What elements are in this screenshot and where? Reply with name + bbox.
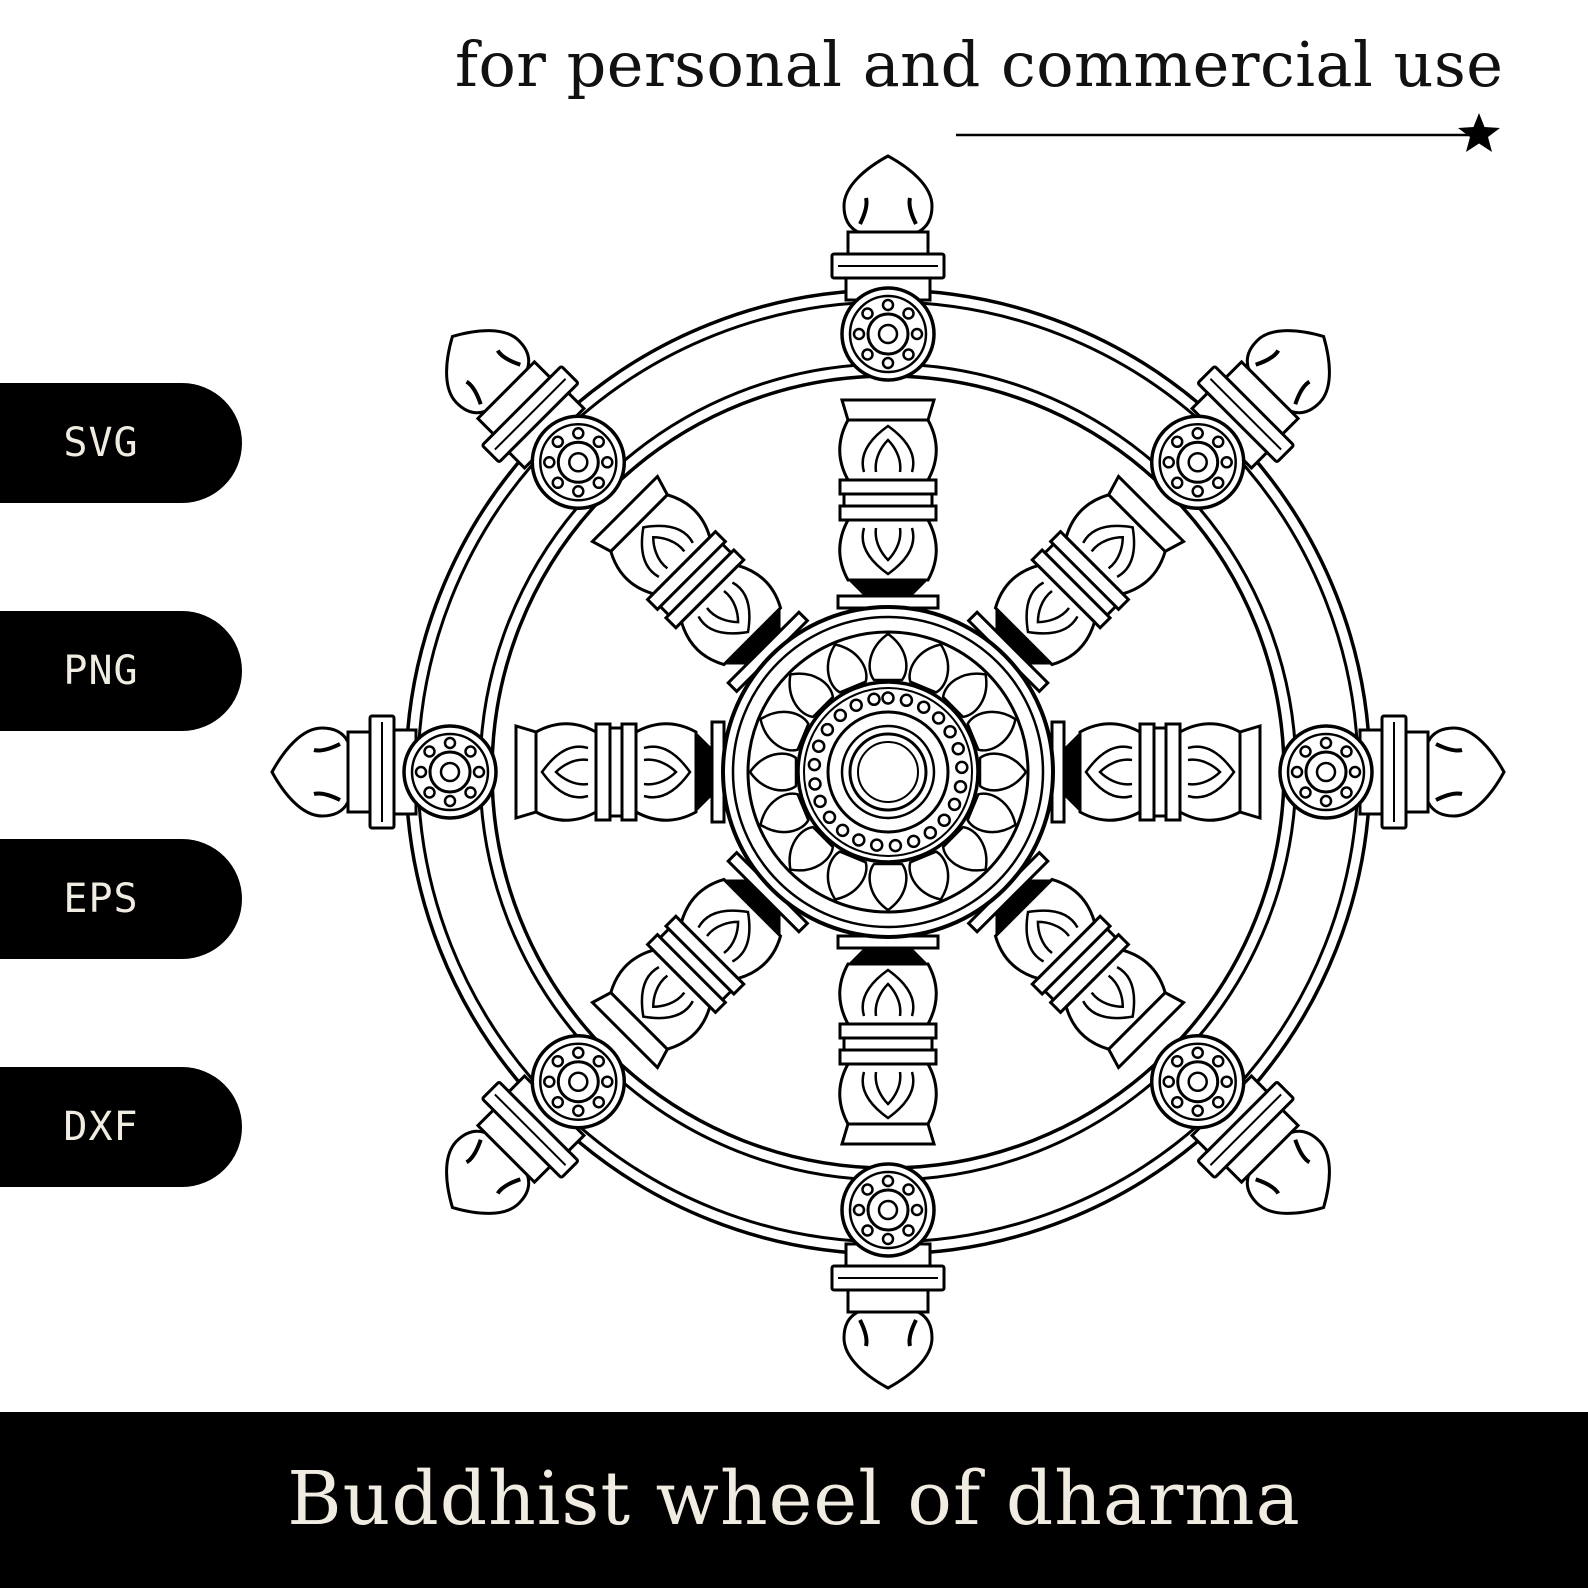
format-badge-eps: EPS xyxy=(0,839,242,959)
format-label: DXF xyxy=(63,1104,139,1150)
format-label: PNG xyxy=(63,648,139,694)
format-badge-svg: SVG xyxy=(0,383,242,503)
format-label: SVG xyxy=(63,420,139,466)
format-badge-png: PNG xyxy=(0,611,242,731)
tagline-underline xyxy=(956,113,1500,152)
footer-banner: Buddhist wheel of dharma xyxy=(0,1412,1588,1588)
format-label: EPS xyxy=(63,876,139,922)
dharma-wheel-icon xyxy=(270,154,1506,1390)
tagline: for personal and commercial use xyxy=(455,28,1504,101)
format-badge-dxf: DXF xyxy=(0,1067,242,1187)
star-icon xyxy=(1458,113,1500,152)
page-title: Buddhist wheel of dharma xyxy=(287,1456,1301,1542)
